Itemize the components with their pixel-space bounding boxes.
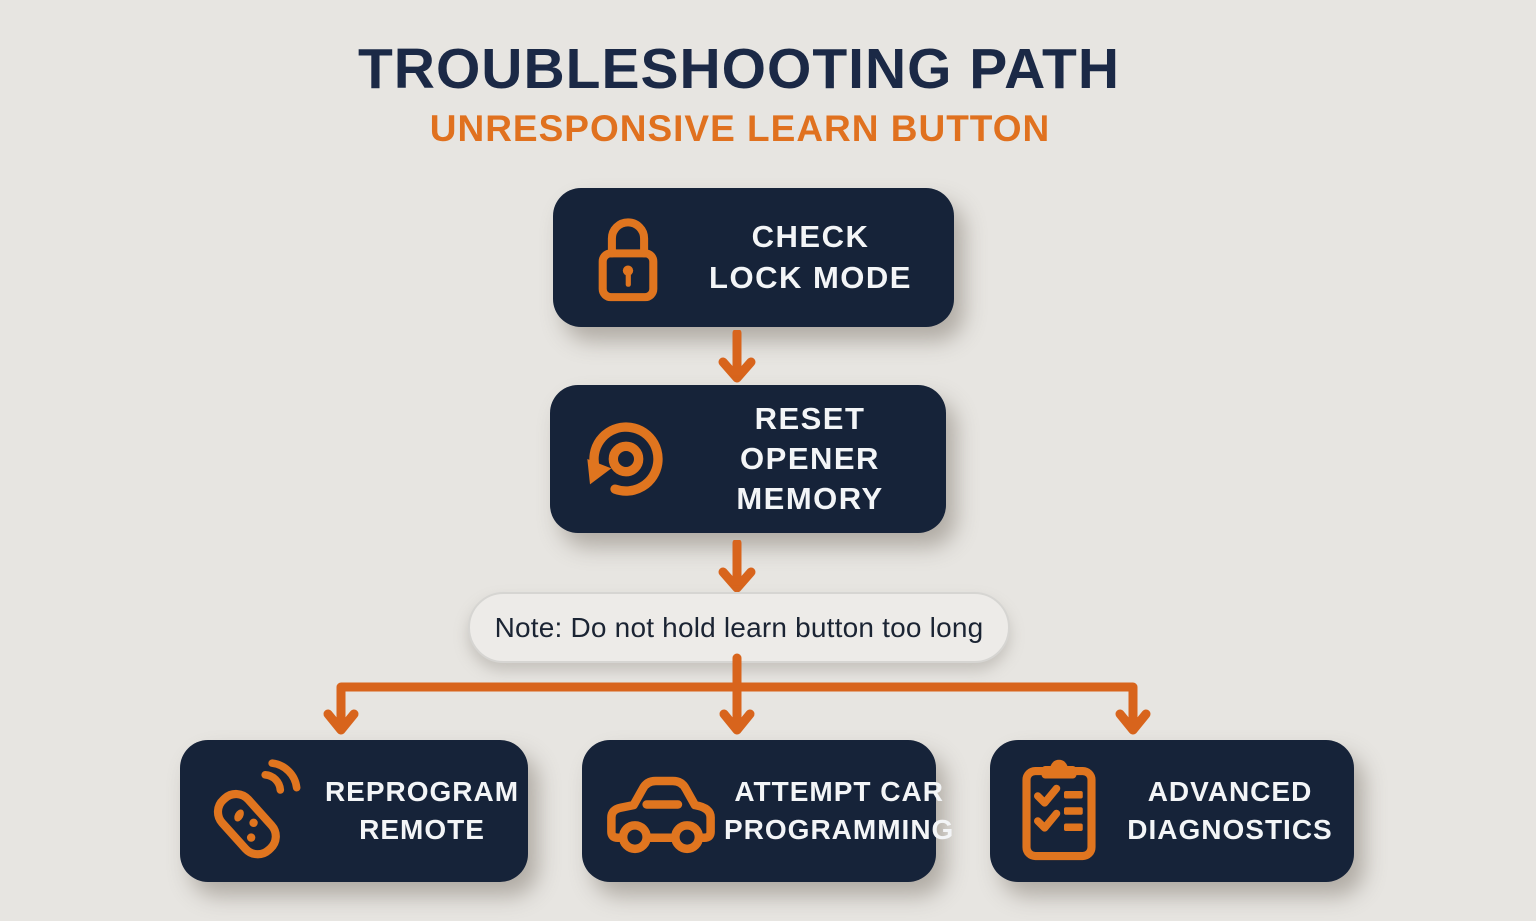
node-label: ATTEMPT CAR PROGRAMMING [724,776,955,845]
node-reprogram-remote: REPROGRAM REMOTE [180,740,528,882]
node-label: CHECK LOCK MODE [709,219,912,295]
node-label: RESET OPENER MEMORY [736,400,884,517]
node-reset-opener-memory: RESET OPENER MEMORY [550,385,946,533]
down-arrow-icon [718,540,756,593]
car-icon [598,764,724,858]
node-attempt-car-programming: ATTEMPT CAR PROGRAMMING [582,740,953,882]
page-title: TROUBLESHOOTING PATH [357,37,1121,101]
down-arrow-icon [718,330,756,383]
note-callout: Note: Do not hold learn button too long [468,592,1010,663]
lock-icon [589,212,667,304]
note-text: Note: Do not hold learn button too long [494,611,984,643]
remote-icon [198,755,316,867]
node-advanced-diagnostics: ADVANCED DIAGNOSTICS [990,740,1354,882]
reset-icon [578,411,674,507]
page-subtitle: UNRESPONSIVE LEARN BUTTON [429,108,1051,149]
clipboard-icon [1012,756,1106,866]
node-label: ADVANCED DIAGNOSTICS [1127,776,1333,845]
node-label: REPROGRAM REMOTE [324,776,520,845]
node-check-lock-mode: CHECK LOCK MODE [553,188,954,327]
branch-connector [323,653,1151,735]
